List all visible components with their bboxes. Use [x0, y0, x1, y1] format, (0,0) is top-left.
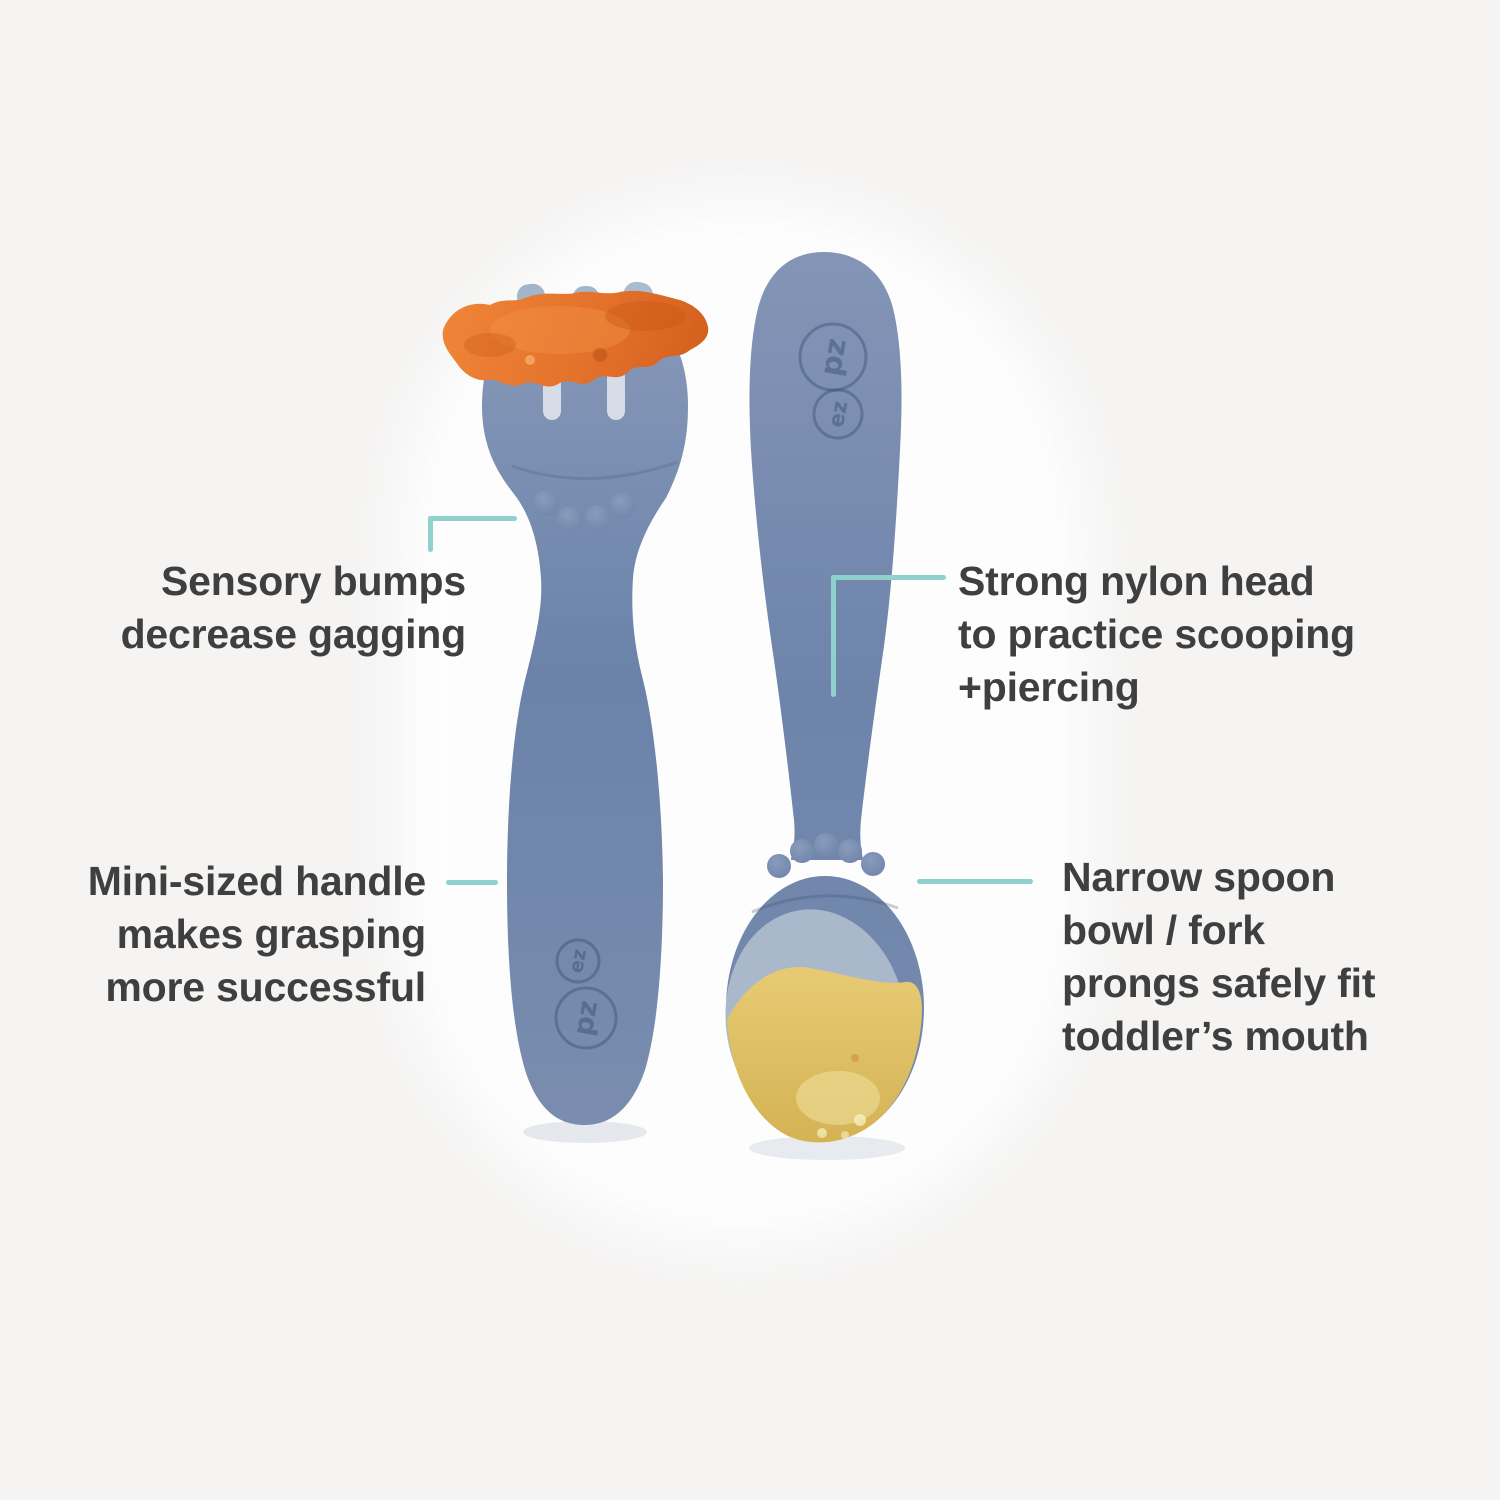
- caption-line: decrease gagging: [120, 611, 467, 657]
- fork-sensory-bumps: [533, 490, 636, 532]
- caption-sensory-bumps: Sensory bumps decrease gagging: [120, 555, 467, 661]
- caption-mini-handle: Mini-sized handle makes grasping more su…: [88, 855, 426, 1014]
- caption-line: toddler’s mouth: [1062, 1013, 1369, 1059]
- connector-sensory-bumps-horizontal: [428, 516, 517, 521]
- spoon-puree: [727, 967, 922, 1143]
- fork-food: [442, 290, 709, 387]
- caption-nylon-head: Strong nylon head to practice scooping +…: [958, 555, 1355, 714]
- caption-line: Narrow spoon: [1062, 854, 1336, 900]
- caption-line: Sensory bumps: [161, 558, 466, 604]
- spoon-shadow: [749, 1136, 905, 1160]
- connector-sensory-bumps-vertical: [428, 516, 433, 552]
- caption-line: to practice scooping: [958, 611, 1355, 657]
- spoon: pz ez: [725, 252, 924, 1160]
- spoon-logo-ez: ez: [824, 399, 852, 429]
- fork-shadow: [523, 1121, 647, 1143]
- spoon-handle: [749, 252, 902, 860]
- spoon-sensory-bumps: [767, 833, 885, 878]
- caption-line: Strong nylon head: [958, 558, 1315, 604]
- caption-narrow-bowl: Narrow spoon bowl / fork prongs safely f…: [1062, 851, 1375, 1063]
- caption-line: makes grasping: [116, 911, 427, 957]
- fork-crease: [511, 460, 679, 480]
- spoon-crease: [751, 894, 899, 914]
- connector-mini-handle: [446, 880, 498, 885]
- caption-line: prongs safely fit: [1062, 960, 1376, 1006]
- fork-logo-ez: ez: [565, 947, 591, 974]
- connector-nylon-head-horizontal: [831, 575, 946, 580]
- caption-line: +piercing: [958, 664, 1140, 710]
- caption-line: bowl / fork: [1062, 907, 1265, 953]
- connector-nylon-head-vertical: [831, 575, 836, 697]
- fork-logo-pz: pz: [568, 998, 605, 1038]
- fork-slot: [607, 368, 625, 420]
- fork-body: [482, 334, 688, 1125]
- connector-narrow-bowl: [917, 879, 1033, 884]
- caption-line: Mini-sized handle: [87, 858, 426, 904]
- ezpz-logo-spoon: pz ez: [798, 322, 868, 440]
- caption-line: more successful: [105, 964, 426, 1010]
- ezpz-logo-fork: ez pz: [554, 938, 618, 1050]
- spoon-logo-pz: pz: [813, 336, 853, 379]
- fork: ez pz: [442, 281, 709, 1143]
